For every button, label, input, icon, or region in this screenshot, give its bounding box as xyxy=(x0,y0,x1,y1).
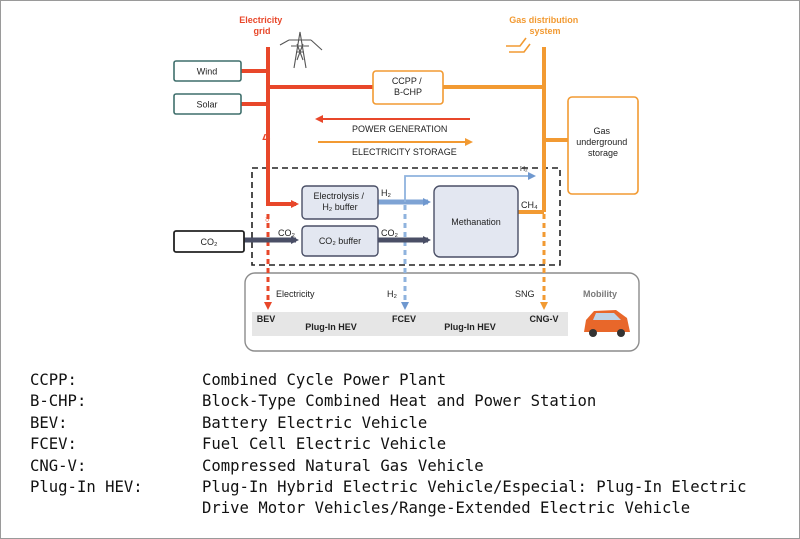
vehicle-bev: BEV xyxy=(257,314,276,324)
gas-pipe-icon xyxy=(506,37,531,53)
power-pylon-icon xyxy=(279,31,323,69)
h2-bypass-arrow xyxy=(404,172,536,202)
svg-text:CCPP / B-CHP: CCPP / B-CHP xyxy=(392,76,424,97)
vehicle-plugin-hev-1: Plug-In HEV xyxy=(305,322,357,332)
glossary-definition: Block-Type Combined Heat and Power Stati… xyxy=(202,392,597,411)
glossary-definition: Plug-In Hybrid Electric Vehicle/Especial… xyxy=(202,478,747,518)
lightning-icon: ϟ xyxy=(262,132,271,149)
glossary-row: CNG-V: Compressed Natural Gas Vehicle xyxy=(30,456,790,477)
vehicle-plugin-hev-2: Plug-In HEV xyxy=(444,322,496,332)
h2-label: H₂ xyxy=(381,188,391,198)
svg-text:Methanation: Methanation xyxy=(451,217,501,227)
mobility-electricity-label: Electricity xyxy=(276,289,315,299)
glossary-term: CCPP: xyxy=(30,371,77,389)
svg-text:CO₂: CO₂ xyxy=(201,237,219,247)
h2-bypass-label: H₂ xyxy=(520,166,528,173)
electricity-storage-label: ELECTRICITY STORAGE xyxy=(352,147,457,157)
mobility-title: Mobility xyxy=(583,289,617,299)
co2-label-left: CO₂ xyxy=(278,228,296,238)
vehicle-strip xyxy=(252,312,568,336)
power-generation-label: POWER GENERATION xyxy=(352,124,447,134)
glossary-term: FCEV: xyxy=(30,435,77,454)
glossary-row: Plug-In HEV: Plug-In Hybrid Electric Veh… xyxy=(30,477,790,520)
glossary-definition: Fuel Cell Electric Vehicle xyxy=(202,435,447,454)
plug-icon: ♁ xyxy=(263,213,271,225)
ch4-label: CH₄ xyxy=(521,200,538,210)
svg-text:Wind: Wind xyxy=(197,67,218,77)
car-icon xyxy=(584,310,630,337)
svg-text:CO₂ buffer: CO₂ buffer xyxy=(319,236,361,246)
mobility-sng-label: SNG xyxy=(515,289,535,299)
power-to-gas-diagram: ϟ ♁ Electricity grid Gas distribution sy… xyxy=(173,15,640,352)
electricity-grid-label: Electricity grid xyxy=(239,15,285,36)
wind-node: Wind xyxy=(173,60,242,82)
co2-label-right: CO₂ xyxy=(381,228,399,238)
svg-text:Electrolysis / H₂ buffer: Electrolysis / H₂ buffer xyxy=(313,191,366,212)
co2-source-node: CO₂ xyxy=(173,230,245,253)
glossary-row: B-CHP: Block-Type Combined Heat and Powe… xyxy=(30,391,790,412)
vehicle-fcev: FCEV xyxy=(392,314,416,324)
glossary-definition: Compressed Natural Gas Vehicle xyxy=(202,456,484,475)
glossary-row: CCPP: Combined Cycle Power Plant xyxy=(30,370,790,391)
grid-to-electrolysis-arrow xyxy=(266,200,299,208)
glossary-term: BEV: xyxy=(30,413,68,432)
ccpp-node: CCPP / B-CHP xyxy=(372,70,444,105)
methanation-node: Methanation xyxy=(433,185,519,258)
glossary-term: B-CHP: xyxy=(30,392,87,411)
solar-node: Solar xyxy=(173,93,242,115)
glossary-row: BEV: Battery Electric Vehicle xyxy=(30,413,790,434)
glossary-row: FCEV: Fuel Cell Electric Vehicle xyxy=(30,434,790,455)
svg-text:Solar: Solar xyxy=(196,100,217,110)
abbreviation-glossary: CCPP: Combined Cycle Power Plant B-CHP: … xyxy=(30,370,790,520)
gas-storage-node: Gas underground storage xyxy=(567,96,639,195)
svg-text:Gas underground st: Gas underground storage xyxy=(576,126,630,158)
co2-buffer-node: CO₂ buffer xyxy=(301,225,379,257)
glossary-definition: Battery Electric Vehicle xyxy=(202,413,428,432)
glossary-term: CNG-V: xyxy=(30,456,87,475)
gas-distribution-label: Gas distribution system xyxy=(509,15,581,36)
vehicle-cng-v: CNG-V xyxy=(530,314,559,324)
power-to-gas-boundary xyxy=(251,167,561,266)
glossary-term: Plug-In HEV: xyxy=(30,478,143,497)
electrolysis-node: Electrolysis / H₂ buffer xyxy=(301,185,379,220)
glossary-definition: Combined Cycle Power Plant xyxy=(202,371,447,389)
mobility-h2-label: H₂ xyxy=(387,289,397,299)
